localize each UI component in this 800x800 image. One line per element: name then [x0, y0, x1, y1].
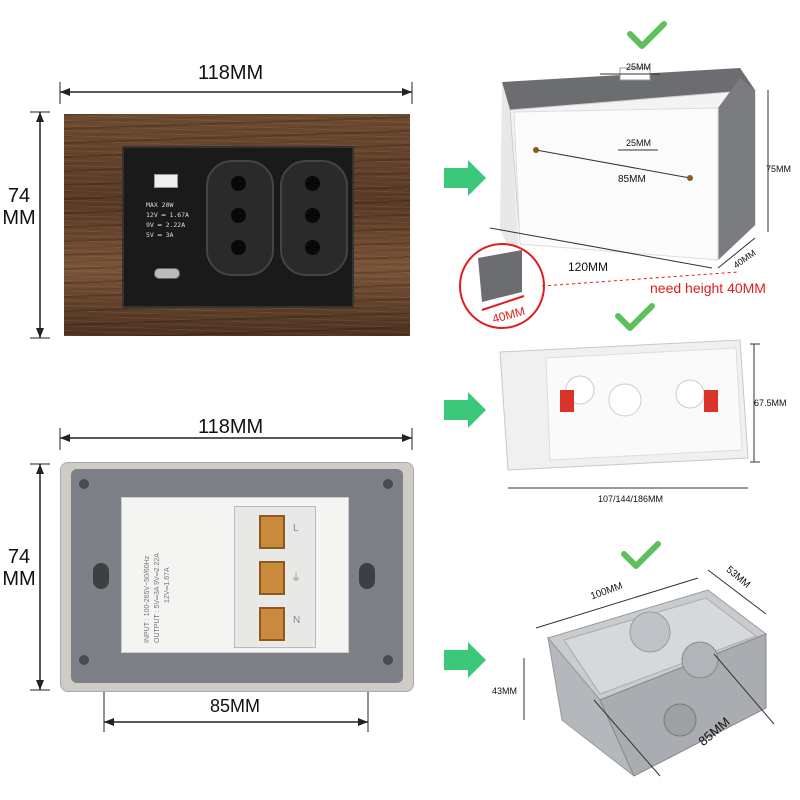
mount-hole	[383, 479, 393, 489]
terminal-label-live: L	[293, 523, 299, 534]
outlet-pin-hole	[231, 208, 246, 223]
outlet-right	[280, 160, 348, 276]
grey-box-height-label: 75MM	[766, 164, 792, 174]
usb-spec-line-1: MAX 20W	[146, 201, 174, 209]
terminal-label-neutral: N	[293, 615, 301, 626]
metal-box-section: 100MM 53MM 43MM 85MM	[470, 550, 800, 800]
white-box-height-label: 67.5MM	[754, 398, 787, 408]
power-module: INPUT : 100-265V~50/60Hz OUTPUT : 5V═3A …	[121, 497, 349, 653]
grey-box-height-note: need height 40MM	[650, 280, 766, 296]
outlet-pin-hole	[231, 176, 246, 191]
terminal-screw-ground	[259, 561, 285, 595]
check-icon	[621, 541, 661, 569]
rear-plate: INPUT : 100-265V~50/60Hz OUTPUT : 5V═3A …	[60, 462, 414, 692]
usb-a-port	[154, 174, 178, 188]
plastic-box-grey-drawing	[459, 67, 769, 329]
front-panel-section: 118MM 74 MM MAX 20W 12V ═ 1.67A 9V ═ 2.2…	[0, 0, 440, 360]
check-icon	[627, 21, 667, 49]
metal-box-drawing	[523, 569, 775, 777]
front-height-unit: MM	[2, 207, 36, 229]
screw-distance-label: 85MM	[210, 696, 261, 716]
mount-hole	[79, 479, 89, 489]
usb-c-port	[154, 268, 180, 279]
white-box-length-label: 107/144/186MM	[598, 494, 664, 504]
terminal-screw-live	[259, 515, 285, 549]
outlet-left	[206, 160, 274, 276]
rear-width-label: 118MM	[198, 416, 264, 438]
usb-spec-line-2: 12V ═ 1.67A	[146, 211, 190, 219]
front-height-label: 74 MM	[2, 185, 36, 229]
rear-height-unit: MM	[2, 568, 36, 590]
arrow-right-icon	[444, 160, 486, 196]
terminal-block: L ⏚ N	[234, 506, 316, 648]
check-icon	[615, 303, 655, 331]
terminal-label-ground: ⏚	[291, 573, 301, 584]
grey-box-top-width-label: 25MM	[626, 62, 652, 72]
outlet-pin-hole	[305, 208, 320, 223]
grey-box-screw-spacing-label: 85MM	[618, 174, 646, 185]
black-module-frame: MAX 20W 12V ═ 1.67A 9V ═ 2.22A 5V ═ 3A	[122, 146, 354, 308]
arrow-right-icon	[444, 642, 486, 678]
grey-box-inner-width-label: 25MM	[626, 138, 652, 148]
terminal-screw-neutral	[259, 607, 285, 641]
screw-slot	[359, 563, 375, 589]
grey-box-length-label: 120MM	[568, 260, 609, 274]
plastic-box-grey-section: 25MM 25MM 85MM 120MM 40MM 75MM need heig…	[450, 50, 800, 350]
mount-hole	[79, 655, 89, 665]
mount-hole	[383, 655, 393, 665]
usb-spec-text: MAX 20W 12V ═ 1.67A 9V ═ 2.22A 5V ═ 3A	[146, 200, 216, 240]
plastic-box-white-section: 67.5MM 107/144/186MM	[490, 330, 800, 520]
plastic-box-white-drawing	[499, 339, 760, 489]
rear-height-number: 74	[7, 546, 31, 568]
usb-spec-line-3: 9V ═ 2.22A	[146, 221, 186, 229]
front-height-number: 74	[7, 185, 31, 207]
rear-height-label: 74 MM	[2, 546, 36, 590]
rear-panel-section: 118MM 74 MM 85MM INPUT : 100-265V~50/60H…	[0, 400, 440, 800]
arrow-right-icon	[444, 392, 486, 428]
outlet-pin-hole	[305, 240, 320, 255]
screw-slot	[93, 563, 109, 589]
usb-spec-line-4: 5V ═ 3A	[146, 231, 174, 239]
outlet-pin-hole	[231, 240, 246, 255]
front-width-label: 118MM	[198, 62, 264, 84]
outlet-pin-hole	[305, 176, 320, 191]
wood-faceplate: MAX 20W 12V ═ 1.67A 9V ═ 2.22A 5V ═ 3A	[64, 114, 410, 336]
front-dimension-lines	[30, 82, 413, 339]
metal-box-height-label: 43MM	[492, 686, 518, 696]
